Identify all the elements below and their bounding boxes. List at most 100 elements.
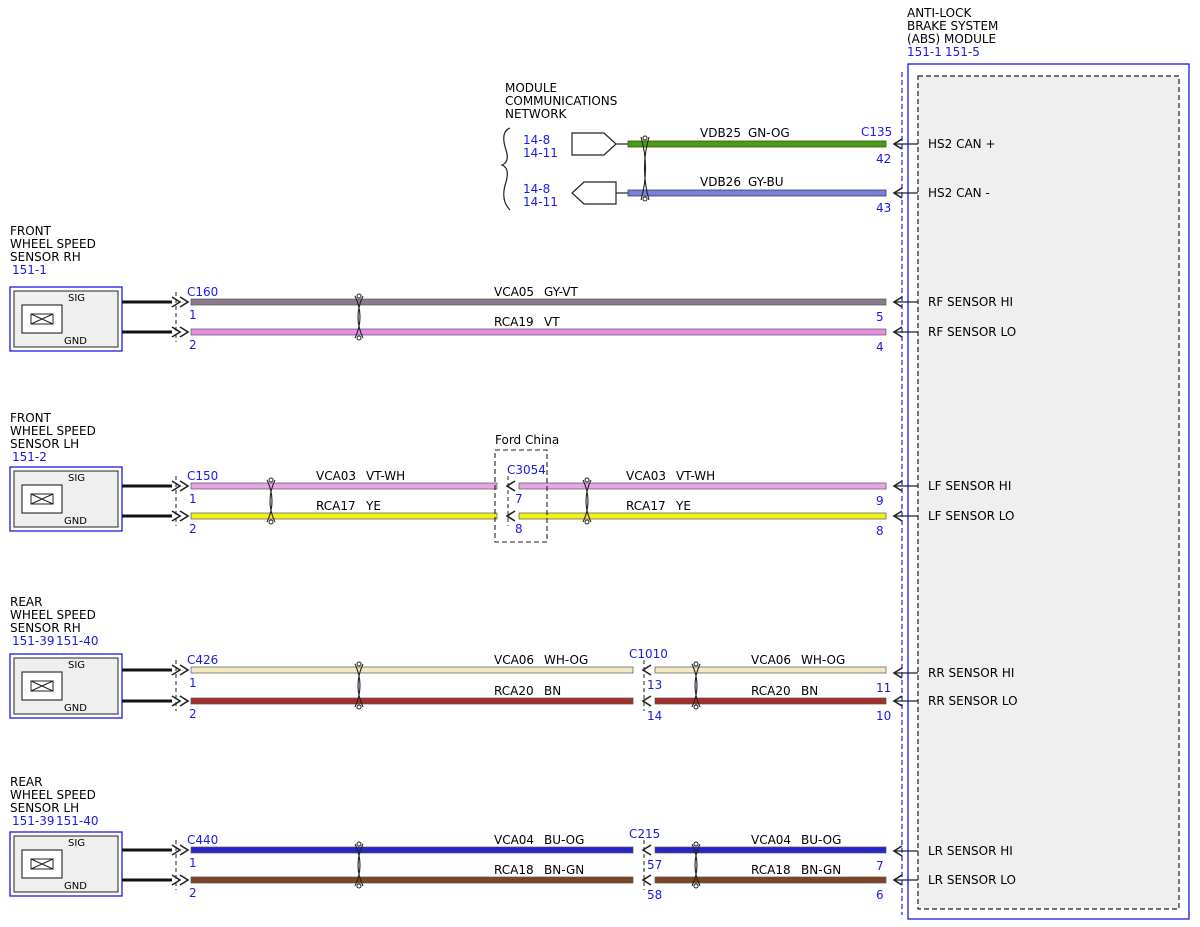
sensor-0-wire-1	[190, 328, 887, 336]
wire-vdb26-circuit: VDB26	[700, 175, 741, 189]
sensor-3-twist-1-bottom	[356, 883, 362, 889]
sensor-1-wire-after-0-circuit: VCA03	[626, 469, 666, 483]
module-title-line-3: (ABS) MODULE	[907, 32, 996, 46]
module-ref-2: 151-5	[945, 45, 980, 59]
sensor-2-coil	[30, 680, 54, 692]
module-title-line-1: ANTI-LOCK	[907, 6, 972, 20]
sensor-1-lead-arrow2-0	[179, 480, 190, 492]
sensor-1-wire-1-color: YE	[365, 499, 381, 513]
sensor-0-twist-1-bottom	[356, 335, 362, 341]
sensor-1-option-label: Ford China	[495, 433, 559, 447]
sensor-3-title-line-3: SENSOR LH	[10, 801, 79, 815]
sensor-1-inline-arrow-1	[505, 510, 516, 522]
sensor-0-wire-0	[190, 298, 887, 306]
sensor-1-wire-1	[190, 512, 498, 520]
sensor-2-wire-0	[190, 666, 634, 674]
module-pin-label-4: LF SENSOR HI	[928, 479, 1011, 493]
sensor-3-wire-0-color: BU-OG	[544, 833, 584, 847]
module-pin-number-0: 42	[876, 152, 891, 166]
sensor-2-sig-label: SIG	[68, 660, 85, 671]
sensor-2-wire-after-0-color: WH-OG	[801, 653, 845, 667]
sensor-1-wire-after-1-color: YE	[675, 499, 691, 513]
sensor-2-connector-label: C426	[187, 653, 218, 667]
sensor-3-coil-cross	[30, 858, 54, 870]
sensor-3-wire-1	[190, 876, 634, 884]
sensor-2-twist-1-strands	[354, 663, 364, 708]
wire-vdb25-color: GN-OG	[748, 126, 790, 140]
sensor-3-title-line-2: WHEEL SPEED	[10, 788, 96, 802]
network-twist-symbol	[640, 136, 650, 201]
sensor-2-inline-pin-1: 13	[647, 678, 662, 692]
module-pin-label-0: HS2 CAN +	[928, 137, 996, 151]
sensor-1-coil	[30, 493, 54, 505]
sensor-1-twist-1-bottom	[268, 519, 274, 525]
sensor-1-inline-connector: C3054	[507, 463, 546, 477]
sensor-1-coil-cross	[30, 493, 54, 505]
sensor-0-connector-pin-2: 2	[189, 338, 197, 352]
network-title-line-2: COMMUNICATIONS	[505, 94, 617, 108]
sensor-2-coil-cross	[30, 680, 54, 692]
sensor-3-lead-arrow-1	[171, 874, 182, 886]
sensor-0-title-line-2: WHEEL SPEED	[10, 237, 96, 251]
network-title-line-3: NETWORK	[505, 107, 568, 121]
module-title-line-2: BRAKE SYSTEM	[907, 19, 998, 33]
sensor-3-twist-1-strands	[354, 843, 364, 887]
sensor-2-wire-1	[190, 697, 634, 705]
sensor-2-lead-arrow2-1	[179, 695, 190, 707]
sensor-3-inline-arrow-1	[641, 874, 652, 886]
sensor-1-gnd-label: GND	[64, 516, 87, 527]
network-out-arrow	[571, 132, 617, 156]
sensor-3-title-line-1: REAR	[10, 775, 42, 789]
network-twist-bottom	[642, 196, 648, 202]
sensor-3-connector-label: C440	[187, 833, 218, 847]
module-pin-label-6: RR SENSOR HI	[928, 666, 1014, 680]
sensor-3-inline-pin-1: 57	[647, 858, 662, 872]
module-ref-1: 151-1	[907, 45, 942, 59]
sensor-3-lead-arrow2-1	[179, 874, 190, 886]
sensor-1-twist-1-top	[268, 477, 274, 483]
sensor-0-connector-label: C160	[187, 285, 218, 299]
wire-vdb25-body	[627, 140, 887, 148]
network-ref-b2: 14-11	[523, 195, 558, 209]
network-in-arrow	[571, 181, 617, 205]
sensor-1-sig-label: SIG	[68, 473, 85, 484]
sensor-1-wire-0-color: VT-WH	[366, 469, 405, 483]
sensor-0-coil-cross	[30, 313, 54, 325]
module-pin-label-7: RR SENSOR LO	[928, 694, 1018, 708]
sensor-2-lead-arrow-0	[171, 664, 182, 676]
sensor-2-twist-1-bottom	[356, 704, 362, 710]
sensor-1-wire-0-circuit: VCA03	[316, 469, 356, 483]
sensor-2-wire-after-1	[654, 697, 887, 705]
sensor-3-wire-1-circuit: RCA18	[494, 863, 534, 877]
sensor-1-title-line-1: FRONT	[10, 411, 52, 425]
wire-vdb26: VDB26 GY-BU	[627, 175, 887, 197]
network-block: MODULE COMMUNICATIONS NETWORK 14-8 14-11…	[500, 81, 887, 211]
sensor-1-twist-1-strands	[266, 479, 276, 523]
sensor-0-wire-0-color: GY-VT	[544, 285, 578, 299]
sensor-2-wire-after-0-circuit: VCA06	[751, 653, 791, 667]
sensor-1-connector-pin-2: 2	[189, 522, 197, 536]
sensor-3-twist-1	[354, 841, 364, 889]
sensor-2-twist-2-bottom	[693, 704, 699, 710]
module-pin-number-3: 4	[876, 340, 884, 354]
module-pin-number-5: 8	[876, 524, 884, 538]
sensor-3-ref-1: 151-39	[12, 814, 55, 828]
wire-vdb25-circuit: VDB25	[700, 126, 741, 140]
sensor-1-lead-arrow-1	[171, 510, 182, 522]
wire-vdb25: VDB25 GN-OG	[627, 126, 887, 148]
sensor-1-inline-arrow-0	[505, 480, 516, 492]
module-pin-number-6: 11	[876, 681, 891, 695]
sensor-2-wire-0-color: WH-OG	[544, 653, 588, 667]
sensor-3-wire-after-0-color: BU-OG	[801, 833, 841, 847]
sensor-1-lead-arrow-0	[171, 480, 182, 492]
sensor-3-wire-1-color: BN-GN	[544, 863, 584, 877]
sensor-3-gnd-label: GND	[64, 881, 87, 892]
sensor-0-title-line-3: SENSOR RH	[10, 250, 81, 264]
sensor-1-wire-1-circuit: RCA17	[316, 499, 356, 513]
module-pin-label-5: LF SENSOR LO	[928, 509, 1015, 523]
sensor-2-inline-arrow-1	[641, 695, 652, 707]
